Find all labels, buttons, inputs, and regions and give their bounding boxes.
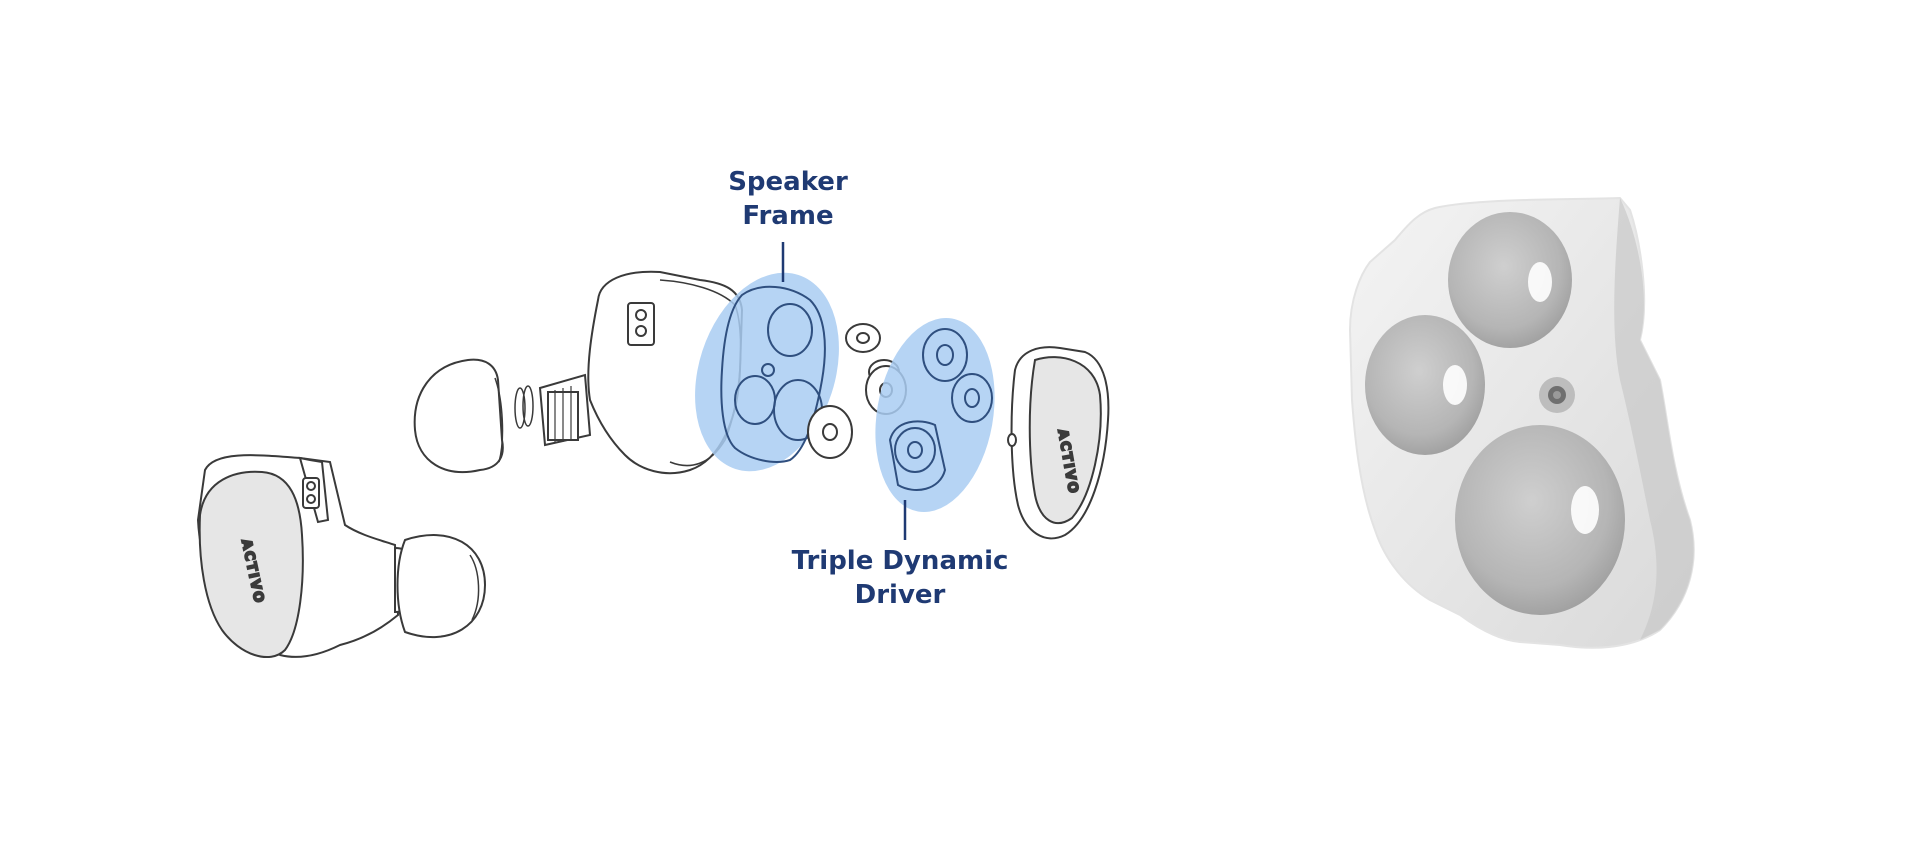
triple-dynamic-driver-part — [888, 328, 993, 491]
faceplate-shell: ACTIVO — [1007, 346, 1110, 540]
cup-top — [1448, 212, 1572, 348]
speaker-frame-render — [1348, 196, 1695, 649]
triple-driver-label-line1: Triple Dynamic — [791, 546, 1009, 576]
triple-driver-label: Triple Dynamic Driver — [760, 544, 1040, 612]
assembled-earphone: ACTIVO — [196, 454, 487, 659]
ear-tip — [413, 358, 534, 473]
speaker-frame-label-line2: Frame — [742, 201, 834, 231]
cup-left — [1365, 315, 1485, 455]
speaker-frame-label-line1: Speaker — [728, 167, 848, 197]
triple-driver-label-line2: Driver — [854, 580, 946, 610]
speaker-frame-highlight — [695, 272, 839, 472]
speaker-frame-label: Speaker Frame — [688, 165, 888, 233]
cup-bottom — [1455, 425, 1625, 615]
